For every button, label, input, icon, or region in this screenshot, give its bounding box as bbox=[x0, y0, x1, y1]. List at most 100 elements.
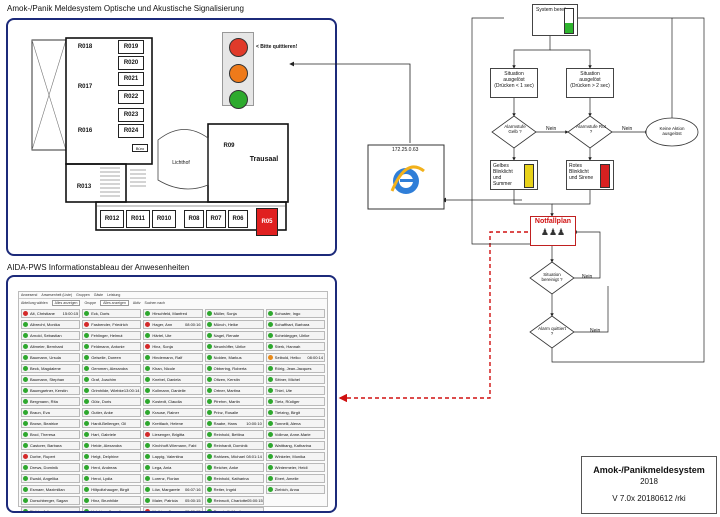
person-cell[interactable]: Obbering, Roberta bbox=[204, 364, 264, 373]
person-cell[interactable]: Brod, Theresa bbox=[21, 430, 81, 439]
person-cell[interactable]: Ebert, Amelie bbox=[265, 474, 325, 483]
person-cell[interactable]: Baumgartner, Kerstin bbox=[21, 386, 81, 395]
person-cell[interactable]: Ortner, Martina bbox=[204, 386, 264, 395]
person-cell[interactable]: Kollmann, Danielle bbox=[143, 386, 203, 395]
person-cell[interactable]: Reinhold, Katharina bbox=[204, 474, 264, 483]
tab-gaeste[interactable]: Gäste bbox=[93, 293, 104, 297]
person-cell[interactable]: Heroi, Lydia bbox=[82, 474, 142, 483]
person-cell[interactable]: Fehlinger, Helmut bbox=[82, 331, 142, 340]
person-cell[interactable]: Arnold, Sebastian bbox=[21, 331, 81, 340]
person-cell[interactable]: Sittner, Michel bbox=[265, 375, 325, 384]
person-cell[interactable]: Härtel, Ute bbox=[143, 331, 203, 340]
person-cell[interactable]: Gutier, Anke bbox=[82, 408, 142, 417]
person-cell[interactable]: Nagel, Renate bbox=[204, 331, 264, 340]
person-cell[interactable]: Ewald, Angelika bbox=[21, 474, 81, 483]
person-cell[interactable]: Winkeler, Monika bbox=[265, 452, 325, 461]
group-select[interactable]: Alles anzeigen bbox=[100, 300, 129, 306]
person-cell[interactable]: Braun, Eva bbox=[21, 408, 81, 417]
person-cell[interactable]: Holzbiss, Cornelia bbox=[82, 507, 142, 511]
person-cell[interactable]: Tietzing, Birgit bbox=[265, 408, 325, 417]
person-cell[interactable]: Schaffhart, Barbara bbox=[265, 320, 325, 329]
person-cell[interactable]: Castorer, Barbara bbox=[21, 441, 81, 450]
person-cell[interactable]: Nolden, Markus bbox=[204, 353, 264, 362]
person-cell[interactable]: Gemmen, Alexandra bbox=[82, 364, 142, 373]
person-cell[interactable]: Dorbe, Rupert bbox=[21, 452, 81, 461]
person-cell[interactable]: Kirchhoff-Wiemann, Fabi bbox=[143, 441, 203, 450]
room-r05-alarm[interactable]: R05 bbox=[256, 208, 278, 236]
tab-liste[interactable]: Anwesenheit (Liste) bbox=[41, 293, 73, 297]
person-cell[interactable]: Lappig, Valentina bbox=[143, 452, 203, 461]
person-cell[interactable]: Brown, Beatrice bbox=[21, 419, 81, 428]
person-cell[interactable]: Fasbender, Friedrich bbox=[82, 320, 142, 329]
person-cell[interactable]: Rosshoff, Monika bbox=[204, 507, 264, 511]
person-cell[interactable]: Hiltpoltzhauger, Birgit bbox=[82, 485, 142, 494]
person-cell[interactable]: Münch, Heike bbox=[204, 320, 264, 329]
person-cell[interactable]: Scheidegger, Ulrike bbox=[265, 331, 325, 340]
person-cell[interactable]: Pfrehm, Martin bbox=[204, 397, 264, 406]
person-cell[interactable]: Hinz, Brunhilde bbox=[82, 496, 142, 505]
person-cell[interactable]: Knebel, Daniela bbox=[143, 375, 203, 384]
person-cell[interactable]: Krause, Rainer bbox=[143, 408, 203, 417]
person-cell[interactable]: Lorenz, Florian bbox=[143, 474, 203, 483]
tab-leistung[interactable]: Leistung bbox=[107, 293, 121, 297]
person-cell[interactable]: Baumann, Stephan bbox=[21, 375, 81, 384]
person-cell[interactable]: Wintermeier, Heidi bbox=[265, 463, 325, 472]
person-cell[interactable]: Lega, Ania bbox=[143, 463, 203, 472]
person-cell[interactable]: Reinhold, Bettina bbox=[204, 430, 264, 439]
person-cell[interactable]: Geiselle, Doreen bbox=[82, 353, 142, 362]
person-cell[interactable]: Tonnelli, Alena bbox=[265, 419, 325, 428]
person-cell[interactable]: Esmaer, Maximilian bbox=[21, 485, 81, 494]
emergency-plan-box[interactable]: Notfallplan ♟♟♟ bbox=[530, 216, 576, 246]
person-cell[interactable]: Dorschberger, Sagan bbox=[21, 496, 81, 505]
person-cell[interactable]: Vollmar, Anne-Marie bbox=[265, 430, 325, 439]
person-cell[interactable]: Feldmann, Antonie bbox=[82, 342, 142, 351]
person-cell[interactable]: Thiel, Ute bbox=[265, 386, 325, 395]
person-cell[interactable]: Helgt, Delphine bbox=[82, 452, 142, 461]
person-cell[interactable]: Fiebig, Julia bbox=[21, 507, 81, 511]
person-cell[interactable]: Prinz, Rosalie bbox=[204, 408, 264, 417]
person-cell[interactable]: Rörig, Jean-Jacques bbox=[265, 364, 325, 373]
person-cell[interactable]: Krettlach, Helene bbox=[143, 419, 203, 428]
person-cell[interactable]: Baumann, Ursula bbox=[21, 353, 81, 362]
tab-anwesend[interactable]: Anwesend bbox=[21, 293, 38, 297]
person-cell[interactable]: Neunhöffer, Ulrike bbox=[204, 342, 264, 351]
person-cell[interactable]: Reinhardt, Dominik bbox=[204, 441, 264, 450]
person-cell[interactable]: Hardt-Bellenger, Gil bbox=[82, 419, 142, 428]
person-cell[interactable]: Liesenger, Brigitta bbox=[143, 430, 203, 439]
person-cell[interactable]: Sterk, Hannah bbox=[265, 342, 325, 351]
person-cell[interactable]: Hinz, Sonja bbox=[143, 342, 203, 351]
person-cell[interactable]: Tietz, Rüdiger bbox=[265, 397, 325, 406]
person-cell[interactable]: Altmeier, Bernhard bbox=[21, 342, 81, 351]
person-cell[interactable]: Müller, Sonja bbox=[204, 309, 264, 318]
department-select[interactable]: Alles anzeigen bbox=[51, 300, 81, 306]
person-cell[interactable]: Hirschfeld, Manfred bbox=[143, 309, 203, 318]
person-cell[interactable]: Herd, Andreas bbox=[82, 463, 142, 472]
person-cell[interactable]: Khan, Nicole bbox=[143, 364, 203, 373]
person-cell[interactable]: Hart, Gabriele bbox=[82, 430, 142, 439]
person-cell[interactable]: Oltzen, Kerstin bbox=[204, 375, 264, 384]
person-cell[interactable]: Drews, Dominik bbox=[21, 463, 81, 472]
person-cell[interactable]: Hindemann, Ralf bbox=[143, 353, 203, 362]
person-cell[interactable]: Kostedt, Claudia bbox=[143, 397, 203, 406]
person-cell[interactable]: Reiter, Ingrid bbox=[204, 485, 264, 494]
person-cell[interactable]: Gütz, Doris bbox=[82, 397, 142, 406]
person-cell[interactable]: Wattbang, Katharina bbox=[265, 441, 325, 450]
person-cell[interactable]: Ziebich, Anna bbox=[265, 485, 325, 494]
person-cell[interactable]: Albrecht, Monika bbox=[21, 320, 81, 329]
person-cell[interactable]: Graf, Joachim bbox=[82, 375, 142, 384]
person-cell[interactable]: Bergmann, Rita bbox=[21, 397, 81, 406]
person-cell[interactable]: Beck, Magdalene bbox=[21, 364, 81, 373]
person-cell[interactable]: Eck, Doris bbox=[82, 309, 142, 318]
person-cell[interactable]: Heide, Alexandra bbox=[82, 441, 142, 450]
person-cell[interactable]: Schuster, Ingo bbox=[265, 309, 325, 318]
